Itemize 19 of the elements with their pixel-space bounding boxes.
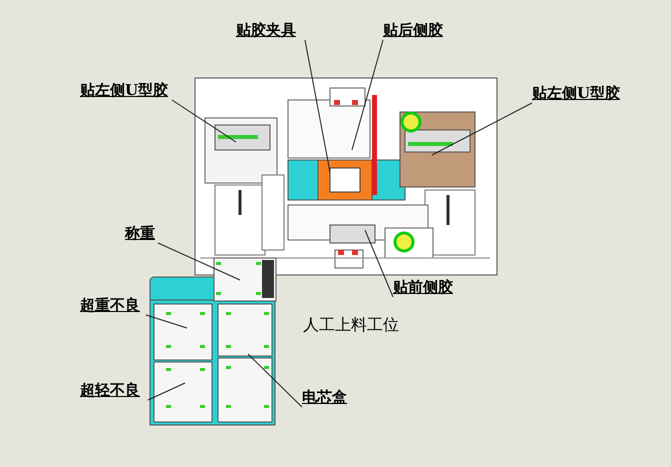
callout-label: 贴前侧胶 xyxy=(393,279,453,296)
leader-line xyxy=(158,242,240,280)
leader-line xyxy=(364,230,394,298)
leader-line xyxy=(432,102,532,156)
callout-label: 贴后侧胶 xyxy=(383,22,443,39)
callout-label: 电芯盒 xyxy=(302,389,347,406)
callout-label: 贴胶夹具 xyxy=(236,22,296,39)
callout-label: 贴左侧U型胶 xyxy=(80,82,168,99)
leader-line xyxy=(172,100,236,142)
leader-line xyxy=(248,354,302,408)
callout-label: 超重不良 xyxy=(80,297,140,314)
callout-label: 称重 xyxy=(125,225,155,242)
leader-line xyxy=(304,40,330,172)
callout-label: 超轻不良 xyxy=(80,382,140,399)
station-label: 人工上料工位 xyxy=(303,316,399,334)
leader-line xyxy=(148,382,186,400)
leader-line xyxy=(146,314,188,328)
leader-line xyxy=(352,40,384,150)
callout-label: 贴左侧U型胶 xyxy=(532,85,620,102)
